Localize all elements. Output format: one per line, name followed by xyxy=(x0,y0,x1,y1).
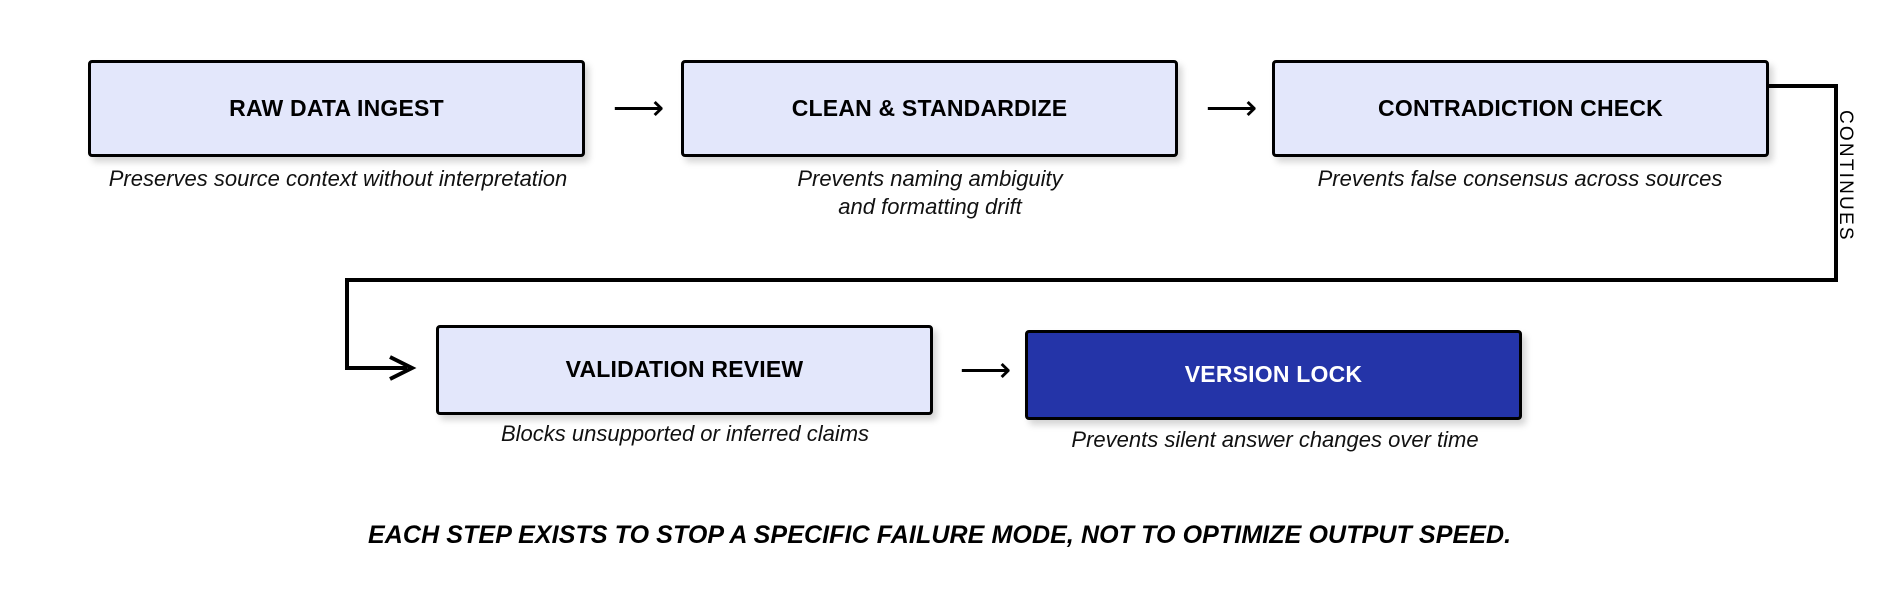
node-label-contradiction-check: CONTRADICTION CHECK xyxy=(1378,94,1663,121)
node-raw-data-ingest[interactable]: RAW DATA INGEST xyxy=(88,60,585,157)
caption-validation-review: Blocks unsupported or inferred claims xyxy=(500,421,870,446)
node-label-version-lock: VERSION LOCK xyxy=(1184,361,1363,388)
node-label-raw-data-ingest: RAW DATA INGEST xyxy=(229,94,444,121)
arrow-icon-ingest-to-clean: ⟶ xyxy=(600,66,677,150)
node-label-validation-review: VALIDATION REVIEW xyxy=(565,356,804,383)
arrow-icon-validation-to-version: ⟶ xyxy=(947,330,1024,410)
caption-contradiction-check: Prevents false consensus across sources xyxy=(1317,166,1723,191)
footer-statement: EACH STEP EXISTS TO STOP A SPECIFIC FAIL… xyxy=(368,521,1512,549)
caption-clean-standardize: Prevents naming ambiguity and formatting… xyxy=(797,166,1063,219)
arrow-icon-clean-to-contradiction: ⟶ xyxy=(1193,66,1270,150)
caption-version-lock: Prevents silent answer changes over time xyxy=(1071,427,1479,452)
wrap-connector-arrowhead xyxy=(389,355,417,381)
arrow-right-icon: ⟶ xyxy=(612,87,665,128)
continues-label: CONTINUES xyxy=(1835,110,1856,242)
node-contradiction-check[interactable]: CONTRADICTION CHECK xyxy=(1272,60,1769,157)
node-version-lock[interactable]: VERSION LOCK xyxy=(1025,330,1522,420)
caption-raw-data-ingest: Preserves source context without interpr… xyxy=(108,166,568,191)
node-label-clean-standardize: CLEAN & STANDARDIZE xyxy=(791,94,1068,121)
arrow-right-icon: ⟶ xyxy=(1205,87,1258,128)
node-validation-review[interactable]: VALIDATION REVIEW xyxy=(436,325,933,415)
node-clean-standardize[interactable]: CLEAN & STANDARDIZE xyxy=(681,60,1178,157)
arrow-right-icon: ⟶ xyxy=(959,349,1012,390)
